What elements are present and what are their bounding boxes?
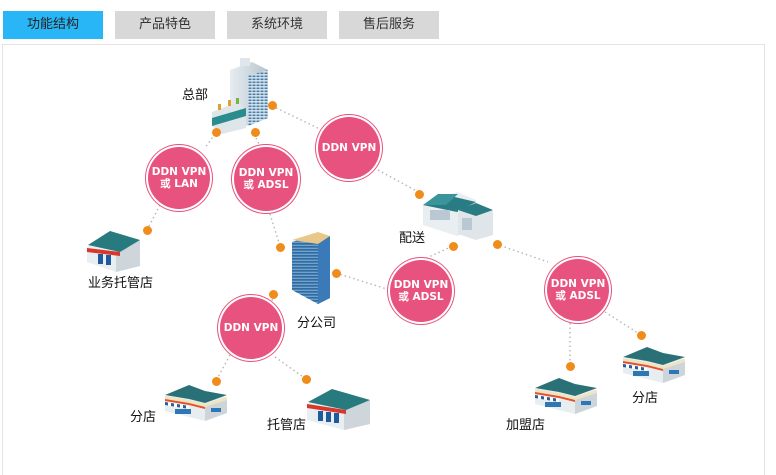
link-hq-bubble-lan: [204, 133, 216, 149]
node-label-franchise-store: 加盟店: [506, 418, 546, 433]
node-label-branch-company: 分公司: [297, 316, 337, 331]
link-distribution-bubble: [495, 243, 549, 263]
skyscraper-icon: [292, 232, 330, 304]
link-bubble-managed-store: [274, 356, 307, 380]
bubble-text: DDN VPN: [223, 322, 279, 334]
link-branch-bubble-vpn: [261, 297, 274, 301]
store-icon: [165, 385, 227, 421]
link-bubble-store-left: [215, 354, 231, 382]
link-bubble-store-right: [604, 311, 642, 336]
node-label-branch-store-left: 分店: [130, 410, 157, 425]
bubble-text: DDN VPN: [550, 278, 606, 290]
connector-dot: [276, 243, 285, 252]
store-icon: [623, 347, 685, 383]
link-branch-bubble: [335, 272, 391, 291]
link-bubble-adsl-branch: [269, 213, 281, 247]
connector-dot: [449, 242, 458, 251]
tab-after-sales[interactable]: 售后服务: [339, 11, 439, 39]
connection-bubble-hq-distribution: DDN VPN: [318, 117, 380, 179]
connector-dot: [268, 101, 277, 110]
shop-red-roof-icon: [87, 231, 140, 272]
bubble-text: DDN VPN: [151, 166, 207, 178]
connector-dot: [566, 362, 575, 371]
bubble-text: 或 ADSL: [243, 179, 289, 191]
bubble-text: DDN VPN: [238, 167, 294, 179]
node-label-hq: 总部: [182, 88, 209, 103]
node-label-managed-store: 托管店: [267, 418, 307, 433]
link-bubble-lan-store: [146, 204, 161, 231]
network-diagram: [87, 58, 685, 430]
connection-bubble-distribution-stores: DDN VPN 或 ADSL: [547, 259, 609, 321]
connector-dot: [332, 269, 341, 278]
bubble-text: 或 ADSL: [555, 290, 601, 302]
link-lines: [146, 105, 642, 382]
connector-dot: [251, 128, 260, 137]
store-icon: [535, 378, 597, 414]
warehouse-icon: [423, 192, 493, 240]
tab-features[interactable]: 功能结构: [3, 11, 103, 39]
bubble-text: 或 LAN: [160, 178, 198, 190]
link-hq-distribution-a: [271, 105, 323, 131]
connector-dot: [415, 190, 424, 199]
connection-bubble-branch-distribution: DDN VPN 或 ADSL: [390, 260, 452, 322]
connection-bubble-hq-branch: DDN VPN 或 ADSL: [234, 147, 298, 211]
connector-dot: [302, 375, 311, 384]
connector-dot: [637, 331, 646, 340]
connector-dot: [212, 128, 221, 137]
tab-system-environment[interactable]: 系统环境: [227, 11, 327, 39]
bubble-text: 或 ADSL: [398, 291, 444, 303]
node-label-distribution: 配送: [399, 231, 426, 246]
connector-dot: [493, 240, 502, 249]
tab-product-highlights[interactable]: 产品特色: [115, 11, 215, 39]
connection-bubble-branch-stores: DDN VPN: [220, 297, 282, 359]
bubble-text: DDN VPN: [393, 279, 449, 291]
node-label-branch-store-right: 分店: [632, 391, 659, 406]
connection-bubble-hq-business-store: DDN VPN 或 LAN: [148, 147, 210, 209]
office-tower-icon: [212, 58, 268, 134]
node-label-business-managed-store: 业务托管店: [88, 276, 154, 291]
link-bubble-distribution: [421, 245, 454, 261]
shop-red-roof-icon: [307, 389, 370, 430]
connector-dot: [143, 226, 152, 235]
bubble-text: DDN VPN: [321, 142, 377, 154]
connector-dot: [269, 290, 278, 299]
connector-dot: [212, 377, 221, 386]
link-hq-distribution-b: [377, 169, 421, 194]
